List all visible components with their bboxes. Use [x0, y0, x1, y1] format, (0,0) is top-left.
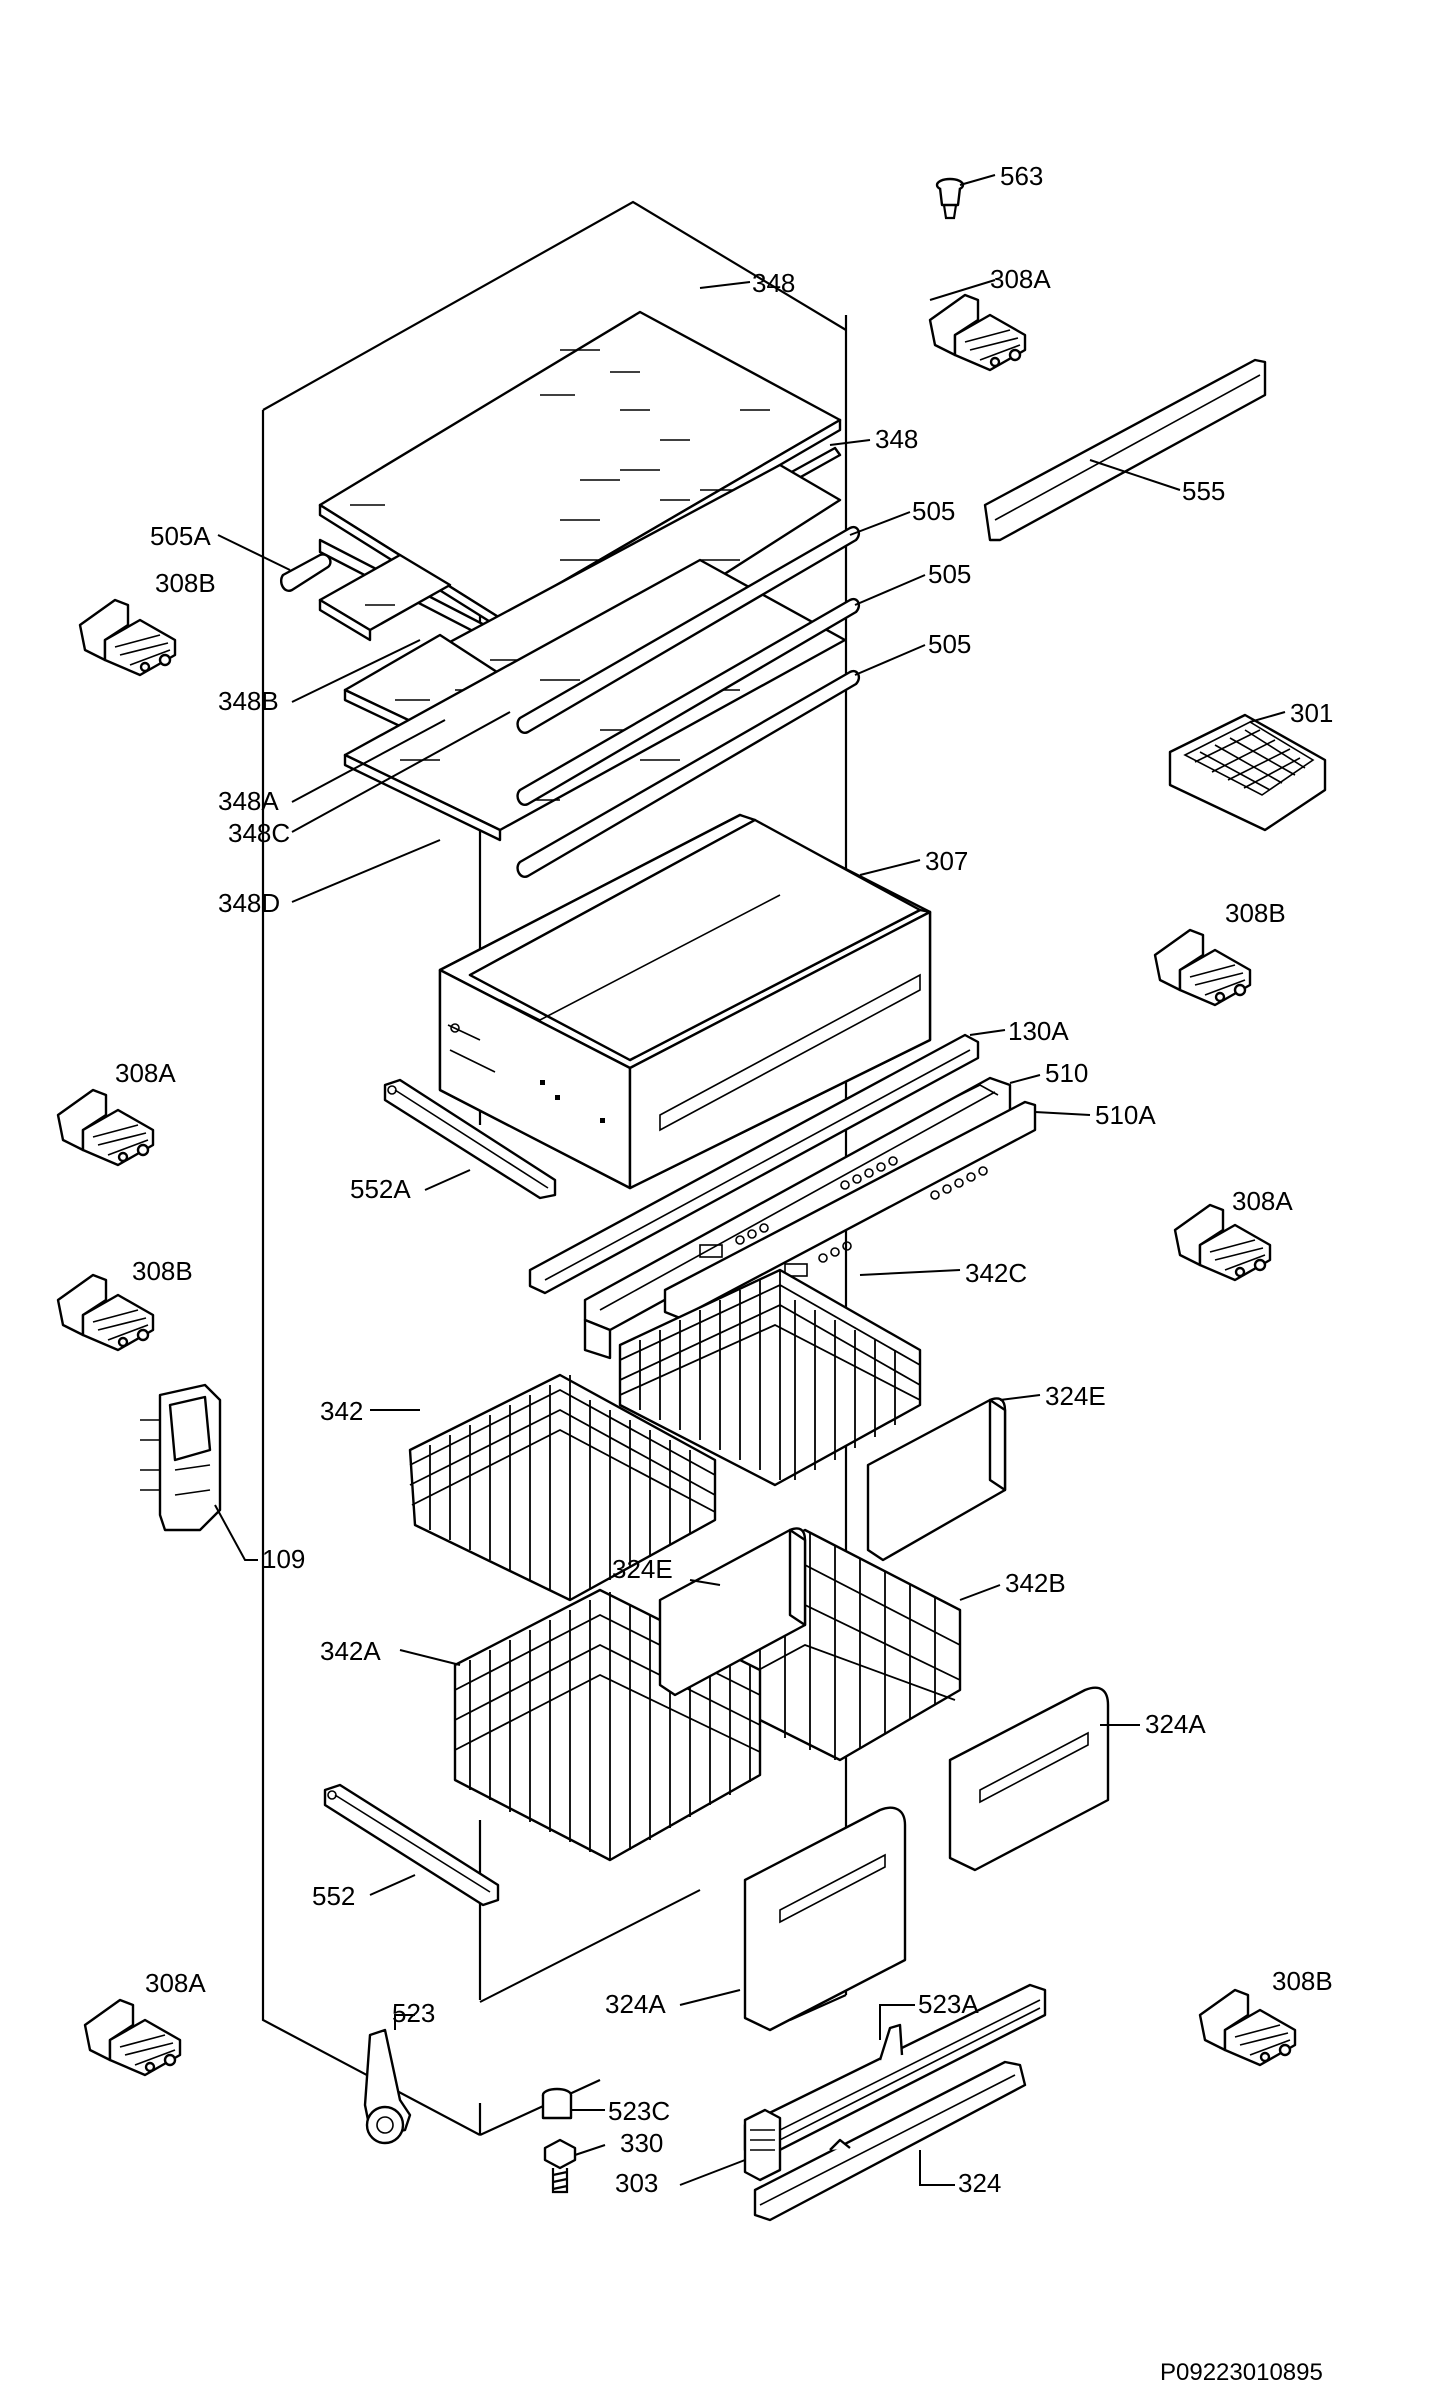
support-523 — [363, 2028, 412, 2145]
label-303: 303 — [615, 2168, 658, 2198]
screw-330 — [543, 2138, 577, 2194]
glass-shelf-348D — [343, 558, 847, 842]
glass-shelf-348B — [318, 553, 452, 642]
label-308A-top: 308A — [990, 264, 1051, 294]
label-308B-right-top: 308B — [1225, 898, 1286, 928]
label-301: 301 — [1290, 698, 1333, 728]
label-324: 324 — [958, 2168, 1001, 2198]
label-523C: 523C — [608, 2096, 670, 2126]
label-523A: 523A — [918, 1989, 979, 2019]
drawer-front-324A-right — [948, 1686, 1110, 1872]
label-552: 552 — [312, 1881, 355, 1911]
shelf-trim-505-3 — [516, 669, 861, 878]
label-342: 342 — [320, 1396, 363, 1426]
rail-552 — [323, 1783, 500, 1907]
label-555: 555 — [1182, 476, 1225, 506]
shelf-trim-505-1 — [516, 525, 861, 734]
label-505-3: 505 — [928, 629, 971, 659]
label-342A: 342A — [320, 1636, 381, 1666]
label-330: 330 — [620, 2128, 663, 2158]
label-348A: 348A — [218, 786, 279, 816]
label-505-2: 505 — [928, 559, 971, 589]
hinge-bracket-308A-left-mid — [56, 1088, 155, 1167]
label-510A: 510A — [1095, 1100, 1156, 1130]
label-308B-left-mid: 308B — [132, 1256, 193, 1286]
label-552A: 552A — [350, 1174, 411, 1204]
label-324A-right: 324A — [1145, 1709, 1206, 1739]
label-348D: 348D — [218, 888, 280, 918]
divider-324E-mid — [658, 1527, 807, 1697]
hinge-bracket-308A-top — [928, 293, 1027, 372]
divider-324E-right — [866, 1397, 1007, 1562]
label-563: 563 — [1000, 161, 1043, 191]
label-308A-left-mid: 308A — [115, 1058, 176, 1088]
document-code: P09223010895 — [1160, 2359, 1323, 2386]
bush-523C — [541, 2087, 573, 2120]
label-308A-right-mid: 308A — [1232, 1186, 1293, 1216]
label-505-1: 505 — [912, 496, 955, 526]
label-308B-right-bottom: 308B — [1272, 1966, 1333, 1996]
control-panel-510A — [663, 1100, 1037, 1320]
shelf-trim-505-2 — [516, 597, 861, 806]
part-labels: 563 308A 348 348 555 505A 505 505 505 30… — [115, 161, 1333, 2386]
hinge-bracket-308B-right-bottom — [1198, 1988, 1297, 2067]
label-348C: 348C — [228, 818, 290, 848]
kick-plate-324 — [753, 2060, 1027, 2222]
base-rail-523A — [743, 1983, 1047, 2162]
screw-563 — [935, 177, 965, 220]
label-510: 510 — [1045, 1058, 1088, 1088]
label-324A-mid: 324A — [605, 1989, 666, 2019]
wire-basket-342C — [618, 1268, 922, 1487]
label-324E-mid: 324E — [612, 1554, 673, 1584]
wire-basket-342 — [408, 1373, 717, 1602]
label-130A: 130A — [1008, 1016, 1069, 1046]
label-308B-left-top: 308B — [155, 568, 216, 598]
door-bin-109 — [140, 1383, 222, 1532]
label-348B: 348B — [218, 686, 279, 716]
label-324E-right: 324E — [1045, 1381, 1106, 1411]
crisper-drawer-307 — [438, 813, 932, 1190]
hinge-bracket-308B-left-mid — [56, 1273, 155, 1352]
rail-552A — [383, 1078, 557, 1200]
hinge-bracket-308B-right-top — [1153, 928, 1252, 1007]
label-109: 109 — [262, 1544, 305, 1574]
label-523: 523 — [392, 1998, 435, 2028]
ice-tray-301 — [1168, 713, 1327, 832]
shelf-trim-505A — [279, 553, 332, 592]
drawer-front-324A-mid — [743, 1806, 907, 2032]
label-308A-left-bottom: 308A — [145, 1968, 206, 1998]
base-rail-303 — [743, 2108, 782, 2182]
label-348-top: 348 — [752, 268, 795, 298]
label-342C: 342C — [965, 1258, 1027, 1288]
hinge-bracket-308A-left-bottom — [83, 1998, 182, 2077]
label-307: 307 — [925, 846, 968, 876]
hinge-bracket-308A-right-mid — [1173, 1203, 1272, 1282]
label-348-second: 348 — [875, 424, 918, 454]
hinge-bracket-308B-left-top — [78, 598, 177, 677]
label-505A: 505A — [150, 521, 211, 551]
leader-lines — [214, 174, 1286, 2186]
cover-strip-555 — [983, 358, 1267, 542]
label-342B: 342B — [1005, 1568, 1066, 1598]
control-panel-130A — [528, 1033, 980, 1295]
